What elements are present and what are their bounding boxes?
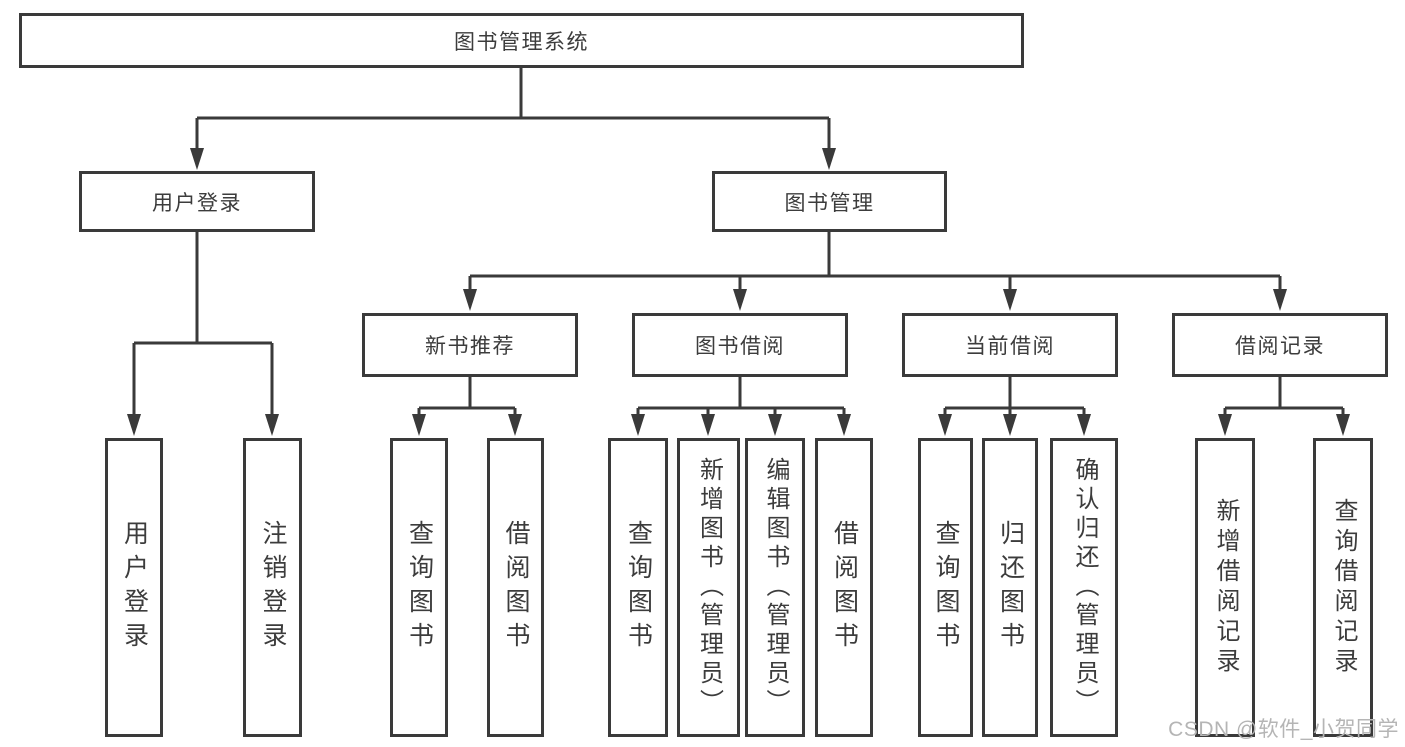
- leaf-user-login: 用户登录: [105, 438, 163, 737]
- leaf-query-book-borrow-label: 查询图书: [624, 519, 653, 656]
- leaf-query-book-recommend: 查询图书: [390, 438, 448, 737]
- leaf-return-book: 归还图书: [982, 438, 1038, 737]
- leaf-logout-label: 注销登录: [259, 519, 287, 656]
- leaf-edit-book-admin-label: 编辑图书（管理员）: [762, 457, 789, 718]
- connector-borrow-records-children: [1218, 377, 1350, 436]
- csdn-watermark: CSDN @软件_小贺同学: [1168, 718, 1399, 741]
- node-user-login-label: 用户登录: [152, 191, 242, 215]
- node-root-label: 图书管理系统: [454, 30, 589, 54]
- connector-new-book-recommend-children: [412, 377, 522, 436]
- connector-root-to-level2: [190, 68, 836, 170]
- leaf-add-borrow-record-label: 新增借阅记录: [1212, 497, 1239, 678]
- leaf-borrow-book-recommend-label: 借阅图书: [502, 519, 530, 656]
- connector-user-login-children: [127, 232, 279, 436]
- leaf-edit-book-admin: 编辑图书（管理员）: [745, 438, 805, 737]
- node-new-book-recommend-label: 新书推荐: [425, 335, 515, 358]
- node-book-borrow: 图书借阅: [632, 313, 848, 377]
- node-borrow-records: 借阅记录: [1172, 313, 1388, 377]
- leaf-return-book-label: 归还图书: [996, 519, 1025, 656]
- leaf-query-book-borrow: 查询图书: [608, 438, 668, 737]
- leaf-logout: 注销登录: [243, 438, 302, 737]
- node-borrow-records-label: 借阅记录: [1235, 335, 1325, 358]
- node-book-management: 图书管理: [712, 171, 947, 232]
- node-current-borrow: 当前借阅: [902, 313, 1118, 377]
- node-new-book-recommend: 新书推荐: [362, 313, 578, 377]
- connector-book-management-children: [463, 232, 1287, 311]
- leaf-add-borrow-record: 新增借阅记录: [1195, 438, 1255, 737]
- leaf-borrow-book-recommend: 借阅图书: [487, 438, 544, 737]
- node-book-management-label: 图书管理: [784, 191, 875, 215]
- leaf-query-book-current-label: 查询图书: [932, 519, 960, 656]
- connector-book-borrow-children: [631, 377, 851, 436]
- leaf-query-book-recommend-label: 查询图书: [405, 519, 434, 656]
- node-current-borrow-label: 当前借阅: [965, 335, 1055, 358]
- leaf-query-borrow-record-label: 查询借阅记录: [1330, 497, 1357, 678]
- leaf-borrow-book: 借阅图书: [815, 438, 873, 737]
- leaf-add-book-admin: 新增图书（管理员）: [677, 438, 740, 737]
- leaf-confirm-return-admin: 确认归还（管理员）: [1050, 438, 1118, 737]
- node-user-login: 用户登录: [79, 171, 315, 232]
- leaf-add-book-admin-label: 新增图书（管理员）: [695, 457, 723, 718]
- leaf-borrow-book-label: 借阅图书: [830, 519, 859, 656]
- node-root: 图书管理系统: [19, 13, 1024, 68]
- leaf-user-login-label: 用户登录: [120, 519, 149, 656]
- node-book-borrow-label: 图书借阅: [695, 335, 785, 358]
- leaf-query-borrow-record: 查询借阅记录: [1313, 438, 1373, 737]
- leaf-confirm-return-admin-label: 确认归还（管理员）: [1071, 457, 1098, 718]
- leaf-query-book-current: 查询图书: [918, 438, 973, 737]
- connector-current-borrow-children: [938, 377, 1091, 436]
